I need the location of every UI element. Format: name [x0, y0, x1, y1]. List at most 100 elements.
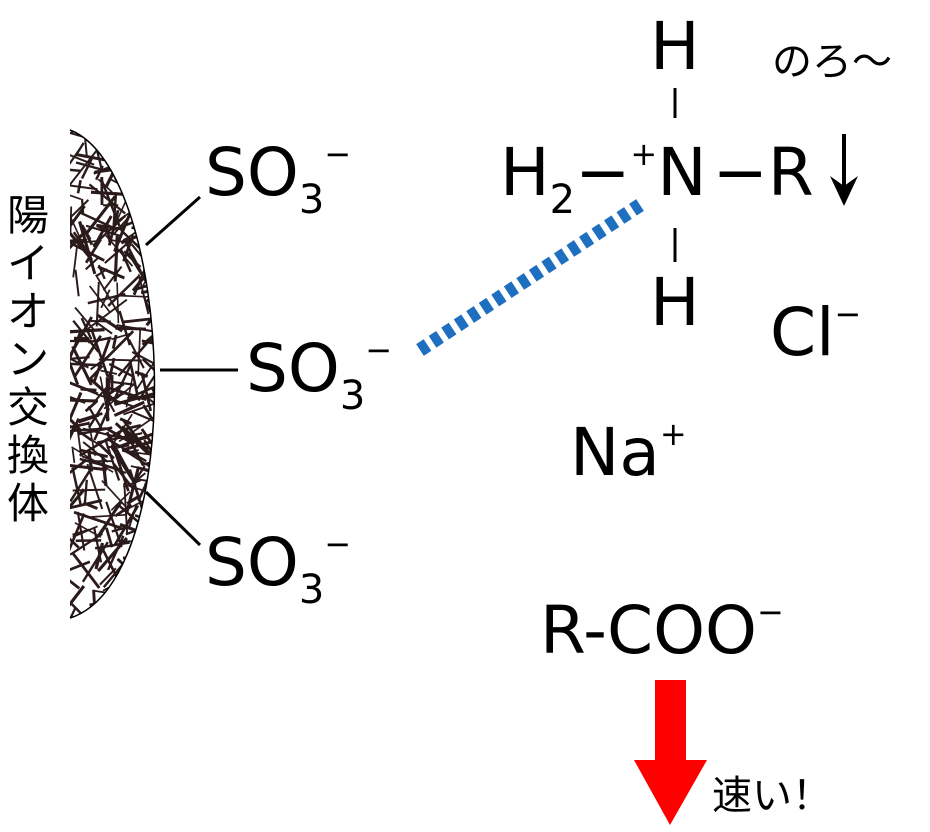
resin-fiber [133, 586, 155, 592]
resin-fiber [114, 587, 120, 610]
resin-fiber [72, 245, 78, 278]
chloride-ion: Cl− [770, 298, 861, 366]
resin-fiber [139, 515, 155, 549]
resin-fiber [114, 422, 150, 455]
resin-fiber [162, 517, 163, 534]
resin-fiber [143, 227, 155, 238]
amine-bottom-h: H [650, 264, 700, 341]
resin-fiber [125, 584, 155, 612]
resin-fiber [125, 423, 142, 431]
resin-fiber [137, 359, 155, 402]
resin-fiber [144, 559, 155, 570]
resin-fiber [146, 463, 155, 489]
resin-fiber [133, 138, 155, 159]
resin-fiber [116, 282, 120, 324]
resin-fiber [95, 281, 100, 327]
sodium-symbol: Na [570, 414, 660, 491]
resin-fiber [144, 335, 155, 345]
resin-fiber [152, 391, 155, 423]
chloride-charge: − [834, 295, 862, 333]
sulfonate-formula: SO [205, 524, 299, 601]
resin-fiber [71, 551, 101, 589]
sodium-charge: + [659, 415, 687, 453]
resin-fiber [102, 265, 123, 291]
resin-fiber [156, 374, 169, 384]
sodium-ion: Na+ [570, 418, 687, 486]
sulfonate-group-bottom: SO3− [205, 528, 351, 610]
resin-fiber [70, 422, 89, 433]
resin-fiber [122, 479, 141, 488]
resin-fiber [72, 231, 91, 255]
resin-fiber [142, 246, 155, 254]
resin-fiber [70, 458, 88, 479]
resin-fiber [101, 548, 120, 581]
sulfonate-group-top: SO3− [205, 138, 351, 220]
resin-fiber [119, 248, 132, 273]
resin-fiber [144, 596, 155, 618]
sulfonate-group-middle: SO3− [246, 334, 392, 416]
resin-fiber [73, 336, 90, 341]
resin-fiber [140, 161, 150, 185]
resin-fiber [150, 161, 155, 195]
resin-fiber [159, 123, 164, 139]
resin-fiber [140, 372, 153, 412]
resin-fiber [117, 584, 131, 618]
resin-fiber [124, 159, 131, 181]
resin-fiber [113, 365, 132, 399]
resin-fiber [74, 269, 80, 297]
resin-fiber [70, 572, 81, 590]
resin-fiber [141, 358, 155, 391]
resin-fiber [131, 226, 144, 231]
resin-fiber [140, 285, 155, 295]
resin-fiber [147, 179, 155, 230]
resin-fiber [168, 352, 170, 375]
resin-fiber [135, 527, 152, 576]
resin-fiber [92, 614, 106, 618]
resin-fiber [161, 190, 174, 220]
resin-fiber [139, 553, 155, 574]
carboxylate-ion: R-COO− [540, 596, 784, 664]
resin-fiber [97, 442, 115, 460]
resin-fiber [158, 596, 172, 600]
resin-fiber [151, 387, 155, 400]
resin-fiber [142, 554, 155, 566]
resin-fiber [119, 164, 154, 175]
resin-fiber [127, 590, 154, 618]
resin-fiber [106, 382, 125, 397]
resin-fiber [107, 427, 135, 446]
resin-fiber [100, 369, 118, 375]
resin-fiber [81, 541, 109, 583]
down-arrow-icon [830, 134, 858, 206]
resin-fiber [143, 530, 155, 542]
resin-fiber [143, 130, 155, 151]
sulfonate-formula: SO [205, 134, 299, 211]
chloride-symbol: Cl [770, 294, 835, 371]
resin-fiber [128, 549, 134, 568]
resin-fiber [128, 185, 139, 216]
resin-fiber [90, 602, 107, 618]
amine-left-bond: − [575, 134, 631, 211]
resin-fiber [147, 140, 155, 171]
resin-fiber [87, 336, 112, 344]
resin-fiber [89, 285, 111, 313]
resin-fiber [79, 448, 109, 458]
resin-fiber [158, 603, 171, 607]
resin-fiber [103, 130, 114, 150]
resin-fiber [123, 557, 135, 569]
resin-fiber [168, 285, 169, 304]
sulfonate-subscript: 3 [298, 177, 325, 223]
resin-fiber [100, 289, 111, 309]
resin-fiber [165, 551, 167, 594]
resin-fiber [105, 527, 114, 548]
resin-fiber [120, 137, 146, 158]
resin-fibers [70, 123, 174, 618]
resin-fiber [111, 334, 118, 349]
carboxylate-charge: − [756, 593, 784, 631]
resin-fiber [139, 130, 149, 153]
resin-fiber [164, 602, 170, 617]
resin-fiber [134, 152, 155, 182]
resin-fiber [70, 151, 95, 166]
resin-fiber [105, 234, 134, 267]
resin-fiber [148, 193, 155, 198]
